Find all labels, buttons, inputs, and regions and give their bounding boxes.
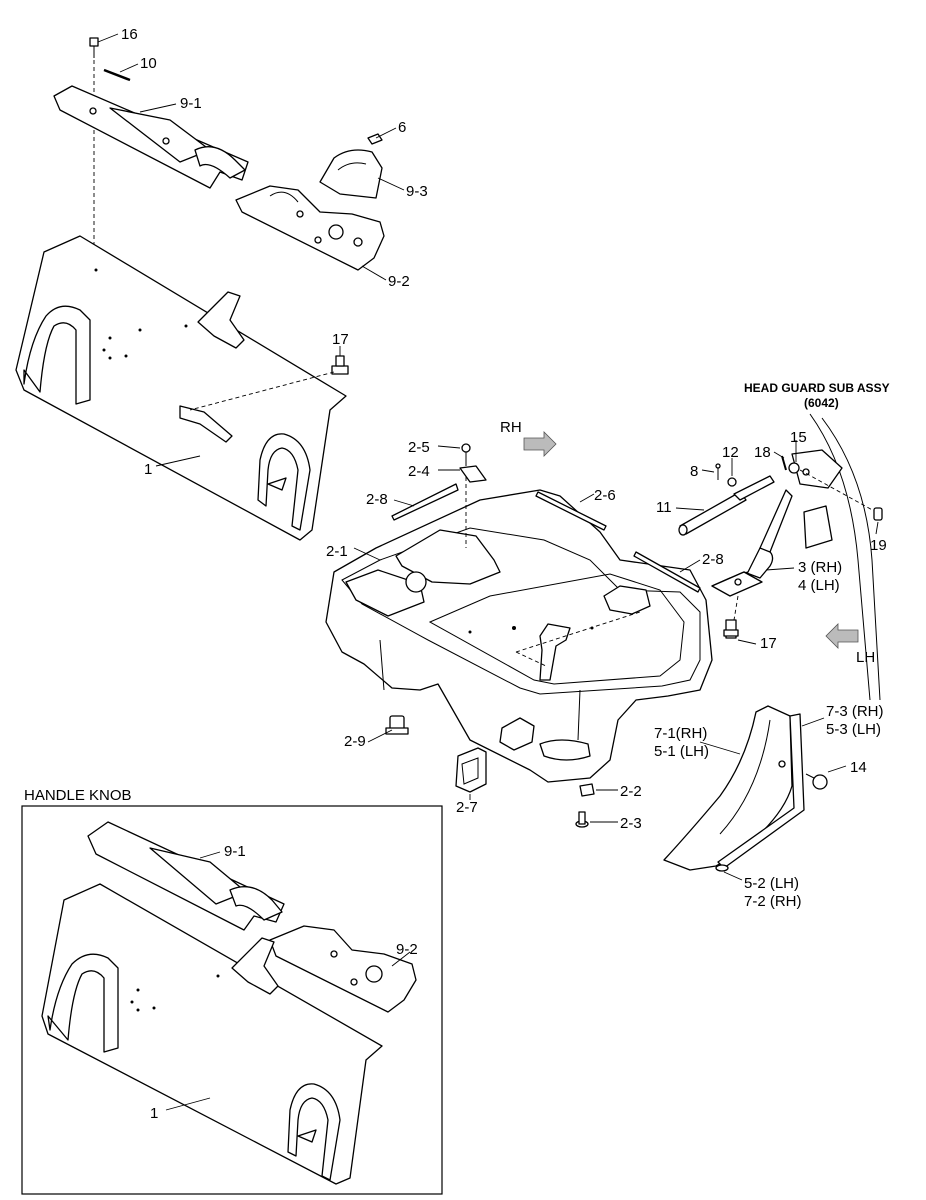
bracket-18 (781, 455, 787, 471)
screw-6 (367, 133, 383, 145)
inset-label-1: 1 (150, 1105, 158, 1122)
hood-2-1 (325, 489, 713, 783)
label-17-top: 17 (332, 331, 349, 348)
label-17-right: 17 (760, 635, 777, 652)
label-16: 16 (121, 26, 138, 43)
bolt-15 (788, 462, 800, 474)
mounting-line-17 (189, 371, 335, 411)
cover-9-3 (319, 149, 383, 199)
screw-2-5 (461, 443, 471, 466)
label-8: 8 (690, 463, 698, 480)
label-7-2-rh: 7-2 (RH) (744, 893, 802, 910)
label-9-3: 9-3 (406, 183, 428, 200)
head-guard-title: HEAD GUARD SUB ASSY (744, 381, 890, 395)
label-6: 6 (398, 119, 406, 136)
head-guard-frame (791, 413, 881, 701)
bumper-2-9 (385, 715, 409, 735)
handle-2-7 (455, 747, 487, 793)
clip-2-2 (579, 783, 595, 797)
seal-2-6 (535, 491, 607, 531)
label-2-8-right: 2-8 (702, 551, 724, 568)
label-2-3: 2-3 (620, 815, 642, 832)
handle-knob-inset (21, 805, 443, 1195)
inset-label-9-2: 9-2 (396, 941, 418, 958)
cover-9-2 (235, 185, 385, 271)
label-12: 12 (722, 444, 739, 461)
label-5-3-lh: 5-3 (LH) (826, 721, 881, 738)
label-19: 19 (870, 537, 887, 554)
label-7-1-rh: 7-1(RH) (654, 725, 707, 742)
lh-direction-arrow (825, 623, 859, 649)
bolt-17-top (331, 355, 349, 375)
bolt-19 (873, 507, 883, 521)
label-7-3-rh: 7-3 (RH) (826, 703, 884, 720)
clip-5-2 (715, 864, 729, 872)
washer-12 (727, 477, 737, 487)
screw-2-3 (575, 811, 589, 828)
label-5-1-lh: 5-1 (LH) (654, 743, 709, 760)
bracket-3-4 (711, 489, 793, 597)
inset-title: HANDLE KNOB (24, 787, 132, 804)
label-2-5: 2-5 (408, 439, 430, 456)
label-9-2: 9-2 (388, 273, 410, 290)
screw-14 (805, 773, 828, 790)
pin-8 (715, 463, 721, 480)
label-2-2: 2-2 (620, 783, 642, 800)
seal-2-8-right (633, 551, 701, 593)
label-9-1: 9-1 (180, 95, 202, 112)
cover-9-1 (53, 85, 249, 189)
head-guard-code: (6042) (804, 396, 839, 410)
inset-label-9-1: 9-1 (224, 843, 246, 860)
label-rh: RH (500, 419, 522, 436)
label-4-lh: 4 (LH) (798, 577, 840, 594)
label-2-9: 2-9 (344, 733, 366, 750)
label-14: 14 (850, 759, 867, 776)
bolt-17-right (723, 619, 739, 639)
guide-line-hood (515, 611, 641, 653)
label-10: 10 (140, 55, 157, 72)
label-1: 1 (144, 461, 152, 478)
label-15: 15 (790, 429, 807, 446)
seal-2-8-left (391, 483, 459, 521)
label-2-4: 2-4 (408, 463, 430, 480)
label-11: 11 (656, 499, 672, 516)
pin-10 (103, 68, 131, 82)
rh-direction-arrow (523, 431, 557, 457)
label-2-1: 2-1 (326, 543, 348, 560)
panel-1 (15, 235, 347, 541)
clip-2-4 (459, 465, 487, 483)
label-5-2-lh: 5-2 (LH) (744, 875, 799, 892)
label-2-8-left: 2-8 (366, 491, 388, 508)
label-2-7: 2-7 (456, 799, 478, 816)
label-18: 18 (754, 444, 771, 461)
label-2-6: 2-6 (594, 487, 616, 504)
label-3-rh: 3 (RH) (798, 559, 842, 576)
gas-spring-11 (678, 475, 775, 536)
bolt-16 (89, 37, 99, 58)
side-panel-7-1 (663, 705, 793, 871)
label-lh: LH (856, 649, 875, 666)
